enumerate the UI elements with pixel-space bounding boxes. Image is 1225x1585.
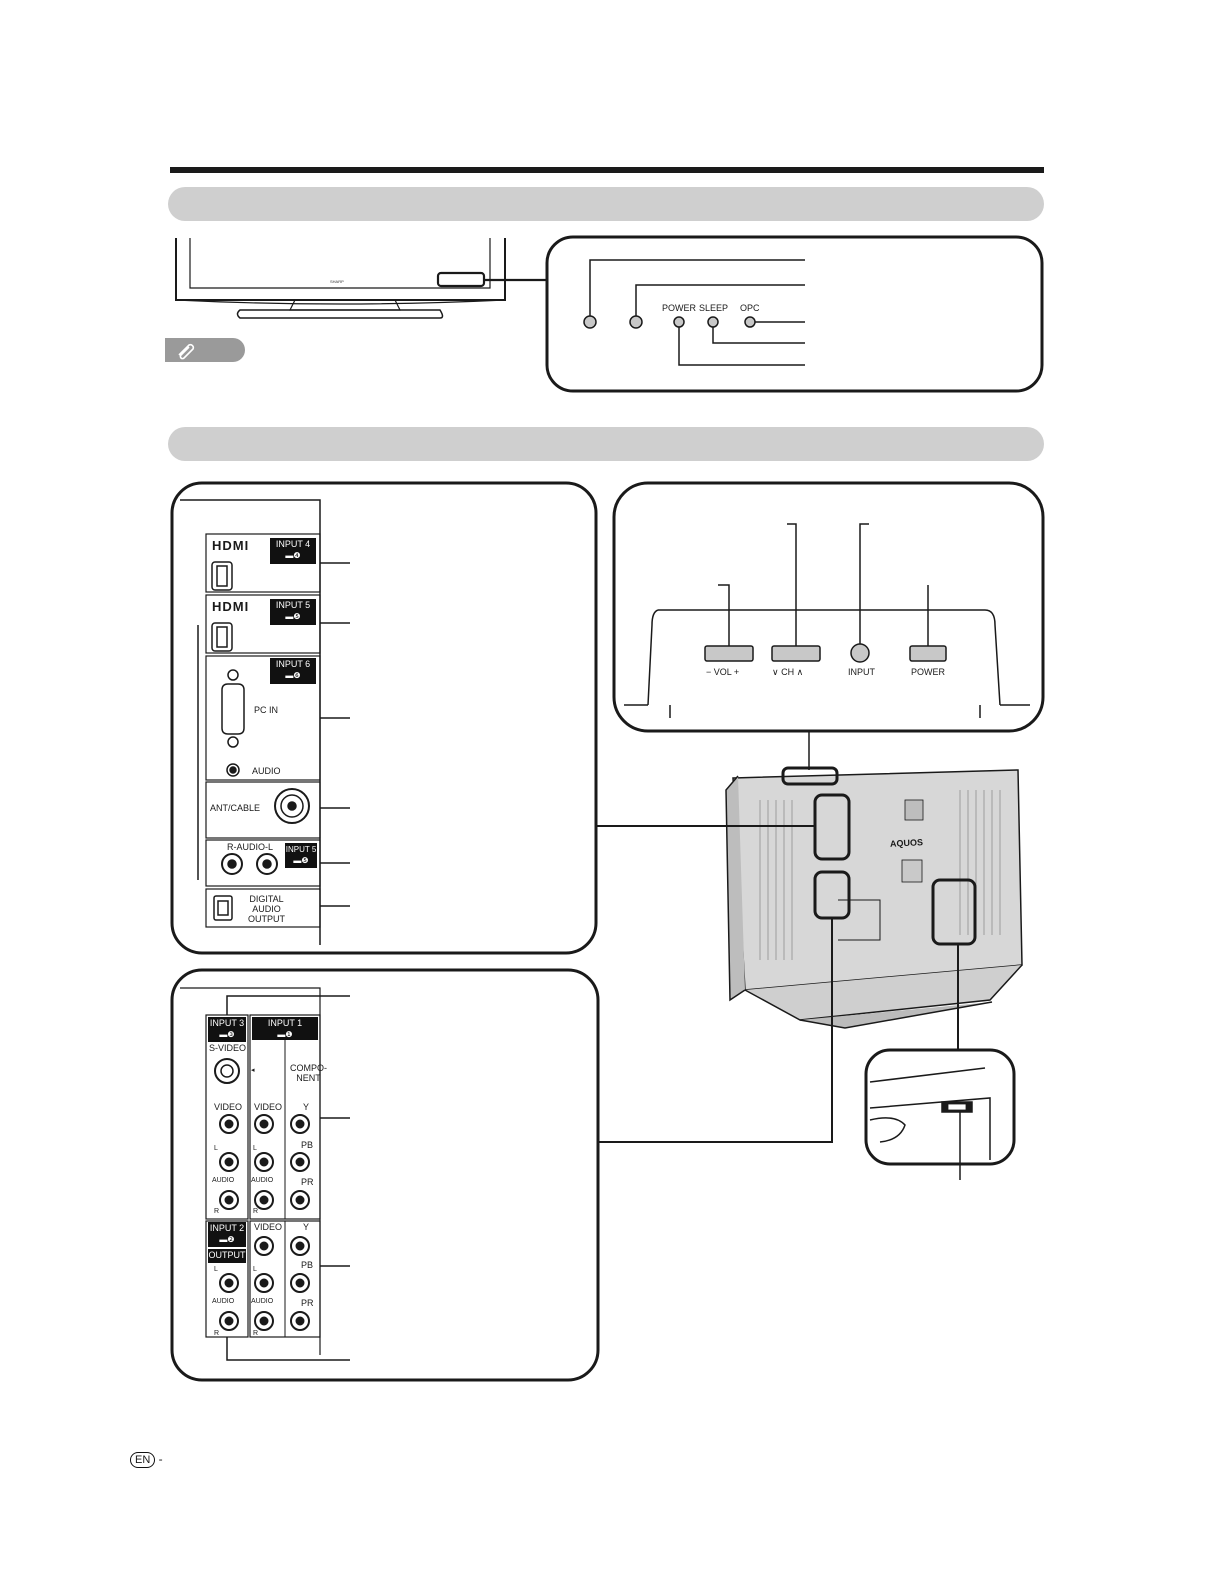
language-badge: EN -: [130, 1452, 163, 1468]
s-video-label: S-VIDEO: [209, 1043, 247, 1053]
side-terminal-panel: [180, 499, 350, 945]
input1-pb-label: PB: [301, 1140, 314, 1150]
page-dash: -: [158, 1452, 163, 1466]
input6-badge: INPUT 6▬❻: [270, 658, 316, 684]
vol-label: − VOL +: [706, 667, 740, 677]
input1-badge: INPUT 1▬❶: [252, 1017, 318, 1040]
input5-label: INPUT 5: [275, 600, 311, 610]
input2-r-label: R: [253, 1330, 259, 1337]
power-button-label: POWER: [911, 667, 946, 677]
output-r-label: R: [214, 1330, 220, 1337]
paperclip-icon: [178, 343, 195, 360]
r-audio-l-label: R-AUDIO-L: [227, 842, 274, 852]
output-label: OUTPUT: [208, 1250, 246, 1260]
input-button-label: INPUT: [848, 667, 875, 677]
input1-audio-label: AUDIO: [251, 1177, 274, 1184]
input3-l-label: L: [214, 1145, 218, 1152]
digital-label: DIGITAL: [249, 894, 284, 904]
input2-pb-label: PB: [301, 1260, 314, 1270]
digital-audio-output-label: DIGITAL AUDIO OUTPUT: [248, 894, 285, 924]
rear-terminals-box: [170, 968, 600, 1382]
output-audio-label: AUDIO: [212, 1298, 235, 1305]
s-video-arrow: ◂: [251, 1067, 255, 1074]
indicator-leds: [583, 259, 805, 366]
input2-video-label: VIDEO: [254, 1222, 283, 1232]
tv-brand-label: AQUOS: [889, 837, 924, 849]
input6-label: INPUT 6: [275, 659, 311, 669]
input1-l-label: L: [253, 1145, 257, 1152]
input2-label: INPUT 2: [209, 1223, 245, 1233]
section-band-rear: [168, 427, 1044, 461]
input3-r-label: R: [214, 1208, 220, 1215]
ant-cable-label: ANT/CABLE: [210, 803, 261, 813]
input1-y-label: Y: [303, 1102, 310, 1112]
nent-label: NENT: [296, 1073, 321, 1083]
pc-in-label: PC IN: [254, 705, 279, 715]
audio-word-label: AUDIO: [252, 904, 281, 914]
svg-text:SHARP: SHARP: [330, 279, 344, 284]
rca-jacks: [219, 1114, 310, 1331]
input2-y-label: Y: [303, 1222, 310, 1232]
input5-audio-badge: INPUT 5▬❺: [285, 843, 317, 868]
input4-badge: INPUT 4▬❹: [270, 538, 316, 564]
ac-inlet-box: [864, 1048, 1016, 1166]
input2-audio-label: AUDIO: [251, 1298, 274, 1305]
indicator-power-label: POWER: [662, 303, 697, 313]
output-word-label: OUTPUT: [248, 914, 285, 924]
input4-label: INPUT 4: [275, 539, 311, 549]
front-indicator-box: [545, 235, 1044, 393]
input3-badge: INPUT 3▬❸: [208, 1017, 246, 1042]
rear-terminal-panel: [180, 987, 350, 1361]
hdmi-logo-2: HDMI: [212, 599, 250, 614]
input5-badge: INPUT 5▬❺: [270, 599, 316, 625]
front-tv-sketch: SHARP: [175, 238, 547, 319]
input3-audio-label: AUDIO: [212, 1177, 235, 1184]
tv-rear-sketch: [725, 766, 1023, 1029]
input1-r-label: R: [253, 1208, 259, 1215]
output-l-label: L: [214, 1266, 218, 1273]
output-badge: OUTPUT: [208, 1249, 246, 1263]
ch-label: ∨ CH ∧: [772, 667, 804, 677]
input1-video-label: VIDEO: [254, 1102, 283, 1112]
pc-audio-label: AUDIO: [252, 766, 281, 776]
input3-video-label: VIDEO: [214, 1102, 243, 1112]
indicator-sleep-label: SLEEP: [699, 303, 729, 313]
top-controls-box: [612, 481, 1045, 733]
top-controls-panel: [624, 523, 1030, 770]
header-rule: [170, 167, 1044, 173]
hdmi-logo-1: HDMI: [212, 538, 250, 553]
note-tab: [165, 338, 245, 362]
input2-badge: INPUT 2▬❷: [208, 1222, 246, 1247]
lang-code: EN: [130, 1452, 156, 1468]
section-band-front: [168, 187, 1044, 221]
component-label: COMPO- NENT: [290, 1063, 327, 1083]
input5-audio-label: INPUT 5: [285, 845, 317, 854]
side-terminals-box: [170, 481, 598, 955]
input1-label: INPUT 1: [267, 1018, 303, 1028]
input1-pr-label: PR: [301, 1177, 314, 1187]
input2-l-label: L: [253, 1266, 257, 1273]
indicator-opc-label: OPC: [740, 303, 760, 313]
input3-label: INPUT 3: [209, 1018, 245, 1028]
compo-label: COMPO-: [290, 1063, 327, 1073]
input2-pr-label: PR: [301, 1298, 314, 1308]
